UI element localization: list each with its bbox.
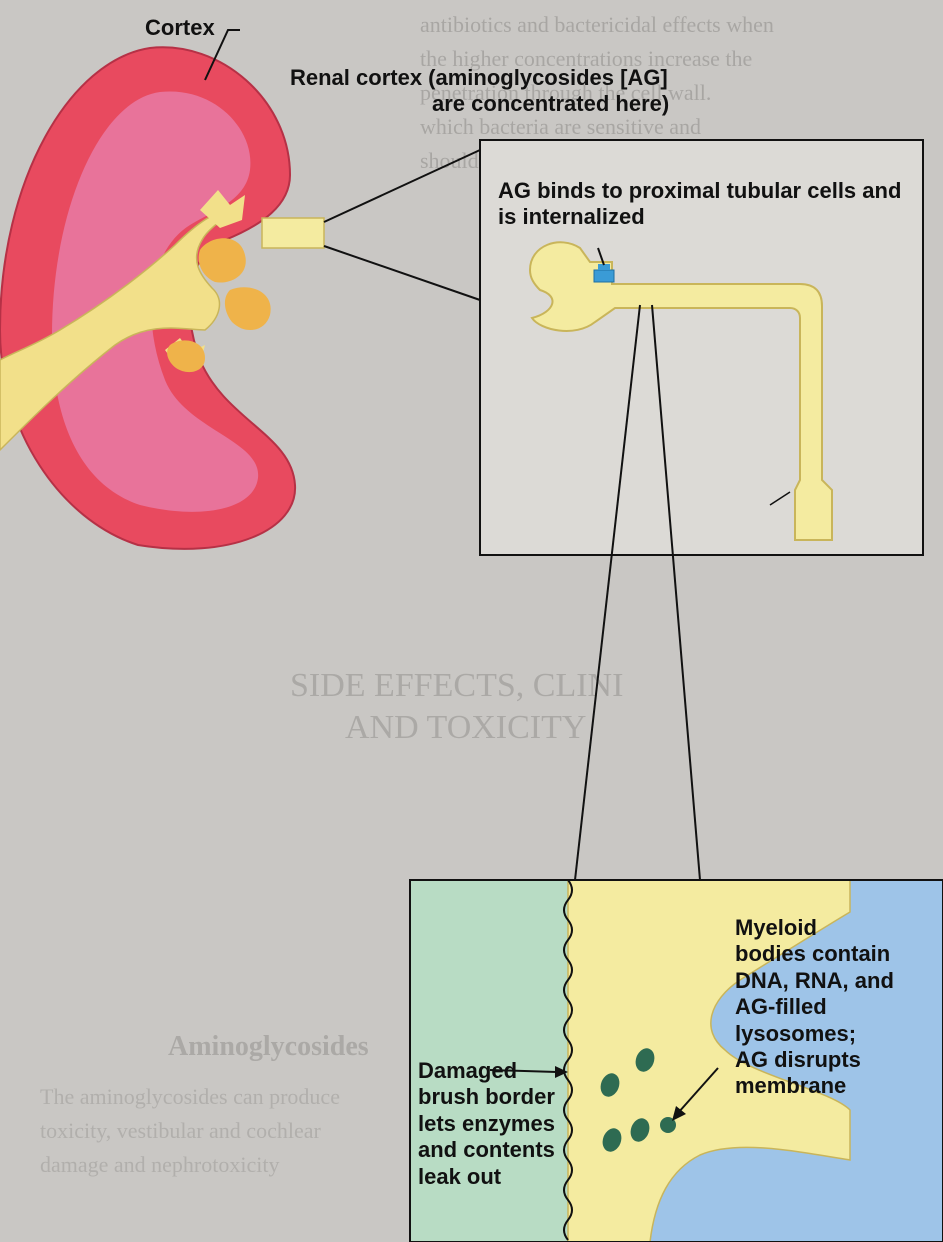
ag-binds-line-2: is internalized: [498, 204, 901, 230]
medullary-pyramid: [199, 238, 246, 282]
cortex-label: Cortex: [145, 15, 215, 41]
myeloid-line-1: Myeloid: [735, 915, 943, 941]
cortex-sample-block: [262, 218, 324, 248]
damaged-line-4: and contents: [418, 1137, 555, 1163]
myeloid-line-3: DNA, RNA, and: [735, 968, 943, 994]
myeloid-line-2: bodies contain: [735, 941, 943, 967]
damaged-line-2: brush border: [418, 1084, 555, 1110]
renal-cortex-line-2: are concentrated here): [290, 91, 669, 117]
damaged-line-1: Damaged: [418, 1058, 555, 1084]
ag-receptor: [594, 270, 614, 282]
damaged-brush-border-label: Damaged brush border lets enzymes and co…: [418, 1058, 555, 1190]
cortex-label-text: Cortex: [145, 15, 215, 40]
medullary-pyramid: [225, 287, 271, 330]
myeloid-line-6: membrane: [735, 1073, 943, 1099]
kidney-illustration: [0, 30, 295, 549]
renal-cortex-line-1: Renal cortex (aminoglycosides [AG]: [290, 65, 669, 91]
damaged-line-5: leak out: [418, 1164, 555, 1190]
myeloid-line-5: AG disrupts: [735, 1047, 943, 1073]
myeloid-bodies-label: Myeloid bodies contain DNA, RNA, and AG-…: [735, 915, 943, 1100]
ag-binds-line-1: AG binds to proximal tubular cells and: [498, 178, 901, 204]
ag-binds-label: AG binds to proximal tubular cells and i…: [498, 178, 901, 231]
renal-cortex-label: Renal cortex (aminoglycosides [AG] are c…: [290, 65, 669, 118]
damaged-line-3: lets enzymes: [418, 1111, 555, 1137]
myeloid-line-4: AG-filled lysosomes;: [735, 994, 943, 1047]
